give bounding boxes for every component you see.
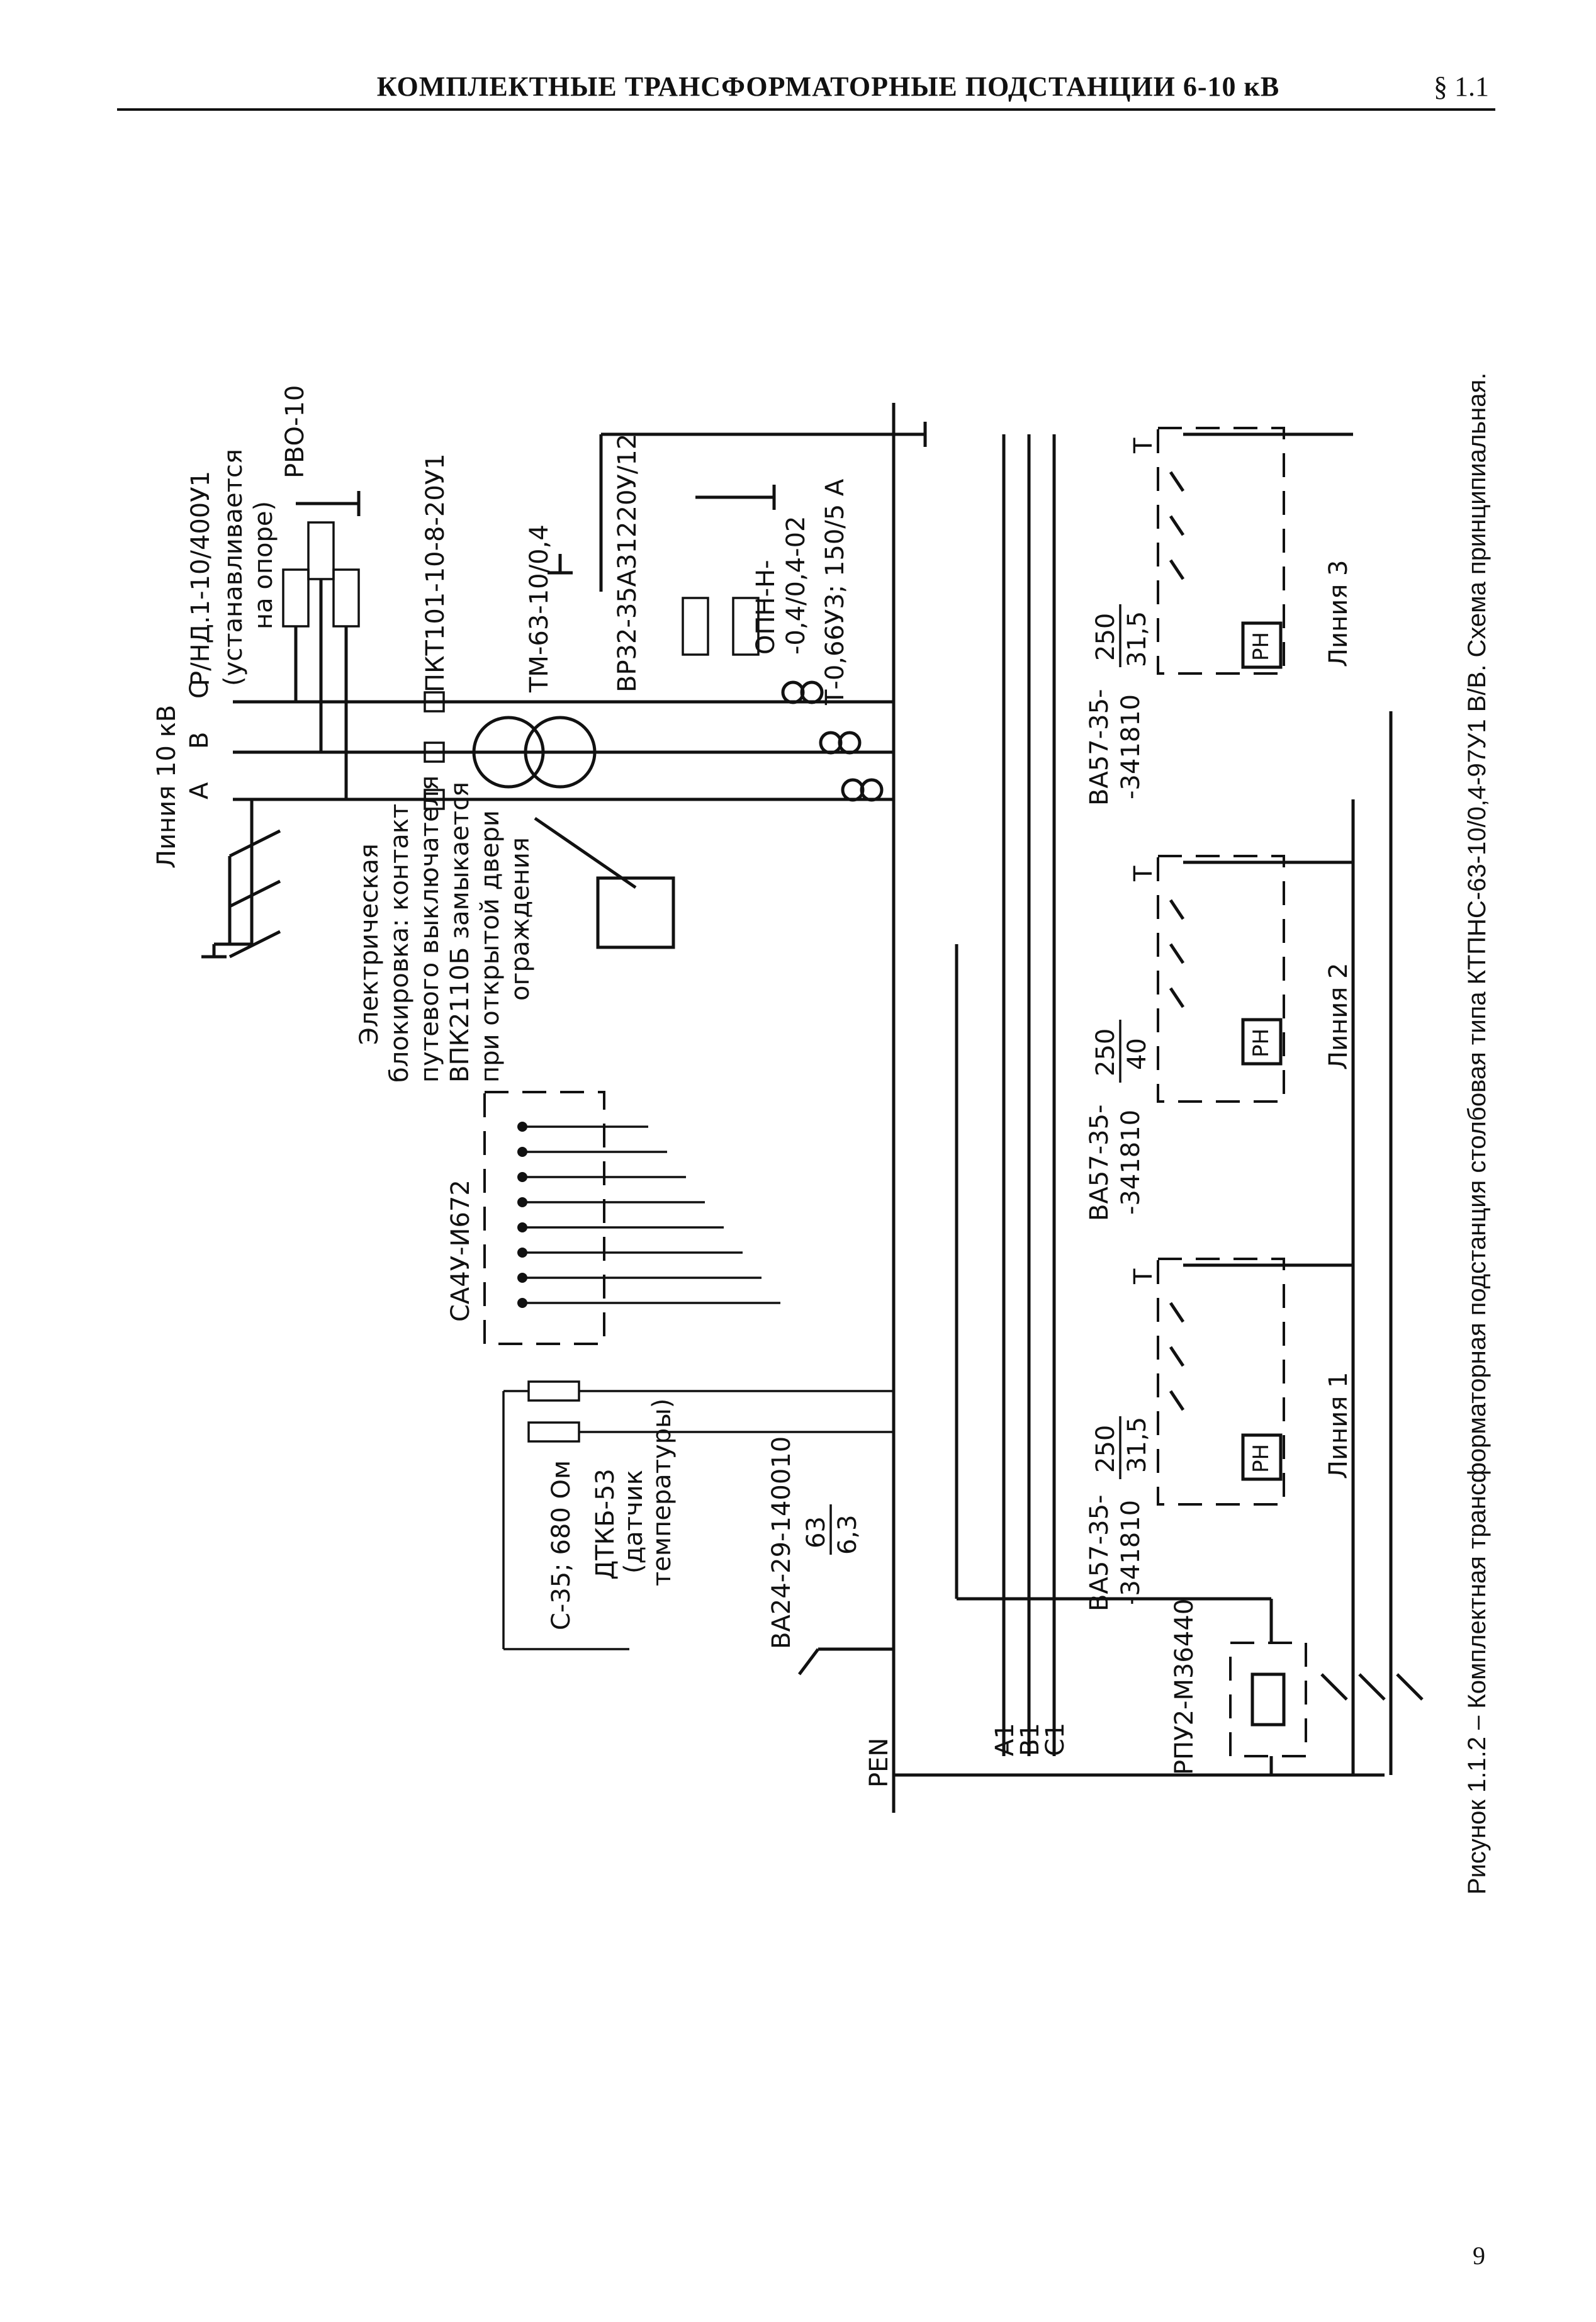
section-number: § 1.1 — [1434, 71, 1489, 102]
resistor-label: С-35; 680 Ом — [547, 1460, 576, 1630]
feeder-contacts — [1169, 471, 1185, 1411]
interlock-text-6: ограждения — [506, 837, 535, 1001]
relay-block: РПУ2-М36440 — [894, 711, 1424, 1777]
lv-busbars: А1 В1 С1 — [991, 434, 1070, 1756]
figure-caption: Рисунок 1.1.2 – Комплектная трансформато… — [1463, 373, 1491, 1895]
line10kv-label: Линия 10 кВ — [152, 705, 181, 869]
feeder-2-name: Линия 2 — [1324, 963, 1353, 1070]
phase-a-label: A — [185, 782, 214, 799]
disconnector-note-2: на опоре) — [249, 501, 278, 629]
feeder-1-breaker: ВА57-35- — [1085, 1495, 1114, 1611]
feeder-2-num: 250 — [1091, 1029, 1120, 1076]
interlock-text-1: Электрическая — [355, 843, 384, 1045]
page-number: 9 — [1473, 2241, 1485, 2270]
meter-label: СА4У-И672 — [446, 1180, 475, 1322]
pen-label: PEN — [865, 1738, 894, 1788]
interlock-text-3: путевого выключателя — [415, 775, 444, 1083]
feeder-3: Т ВА57-35- -341810 250 31,5 РН Линия 3 — [1085, 427, 1353, 806]
feeder-1-breaker-2: -341810 — [1116, 1500, 1145, 1605]
ct-label: Т-0,66У3; 150/5 А — [821, 478, 850, 706]
feeder-3-rn: РН — [1249, 632, 1274, 661]
interlock-text-5: при открытой двери — [476, 810, 505, 1083]
feeder-2-rn: РН — [1249, 1029, 1274, 1057]
feeder-2-t: Т — [1129, 865, 1158, 882]
phase-b-label: B — [185, 732, 214, 749]
feeder-1-den: 31,5 — [1123, 1417, 1152, 1473]
sensor-label-2: (датчик — [619, 1470, 648, 1574]
feeder-1-t: Т — [1129, 1268, 1158, 1285]
header-rule — [117, 108, 1495, 111]
breaker-aux-label: ВА24-29-140010 — [767, 1436, 796, 1649]
aux-section: С-35; 680 Ом ДТКБ-53 (датчик температуры… — [502, 944, 1271, 1676]
feeder-1-num: 250 — [1091, 1425, 1120, 1473]
fuse-hv-label: ПКТ101-10-8-20У1 — [421, 453, 450, 692]
arrester-lv-label-2: -0,4/0,4-02 — [782, 516, 811, 655]
relay-label: РПУ2-М36440 — [1170, 1599, 1199, 1775]
disconnector-note-1: (устанавливается — [219, 449, 248, 686]
disconnector-label: Р/НД.1-10/400У1 — [186, 471, 215, 686]
sensor-label-3: температуры) — [648, 1399, 677, 1586]
feeder-2-den: 40 — [1123, 1038, 1152, 1070]
feeder-2-breaker: ВА57-35- — [1085, 1105, 1114, 1221]
feeder-1-rn: РН — [1249, 1444, 1274, 1473]
feeder-2-breaker-2: -341810 — [1116, 1110, 1145, 1215]
feeder-1-name: Линия 1 — [1324, 1372, 1353, 1479]
phase-c-label: C — [185, 681, 214, 699]
page-header-title: КОМПЛЕКТНЫЕ ТРАНСФОРМАТОРНЫЕ ПОДСТАНЦИИ … — [376, 71, 1280, 102]
switch-lv-label: ВР32-35А31220У/12 — [613, 434, 642, 692]
feeder-3-name: Линия 3 — [1324, 560, 1353, 667]
breaker-aux-den: 6,3 — [833, 1514, 862, 1555]
lv-input-section: ВР32-35А31220У/12 ОПН-Н- -0,4/0,4-02 Т-0… — [599, 432, 894, 802]
bus-a1-label: А1 — [991, 1723, 1020, 1756]
bus-c1-label: С1 — [1041, 1723, 1070, 1756]
feeder-3-t: Т — [1129, 437, 1158, 454]
arrester-hv-label: РВО-10 — [281, 385, 310, 478]
interlock-text-2: блокировка: контакт — [385, 804, 414, 1083]
feeder-3-den: 31,5 — [1123, 611, 1152, 667]
hv-section: Линия 10 кВ A B C Р/НД.1-10/400У1 (устан… — [152, 385, 675, 1083]
feeder-3-breaker: ВА57-35- — [1085, 689, 1114, 806]
arrester-lv-label: ОПН-Н- — [751, 560, 780, 655]
transformer-label: ТМ-63-10/0,4 — [525, 524, 554, 693]
sensor-label-1: ДТКБ-53 — [591, 1468, 620, 1580]
interlock-text-4: ВПК2110Б замыкается — [446, 782, 475, 1083]
bus-b1-label: В1 — [1016, 1723, 1045, 1756]
feeder-2: Т ВА57-35- -341810 250 40 РН Линия 2 — [1085, 855, 1353, 1221]
breaker-aux-num: 63 — [802, 1516, 831, 1548]
meter-block: СА4У-И672 — [446, 1091, 780, 1345]
feeder-1: Т ВА57-35- -341810 250 31,5 РН Линия 1 — [1085, 1258, 1353, 1611]
feeder-3-num: 250 — [1091, 613, 1120, 661]
feeder-3-breaker-2: -341810 — [1116, 694, 1145, 799]
